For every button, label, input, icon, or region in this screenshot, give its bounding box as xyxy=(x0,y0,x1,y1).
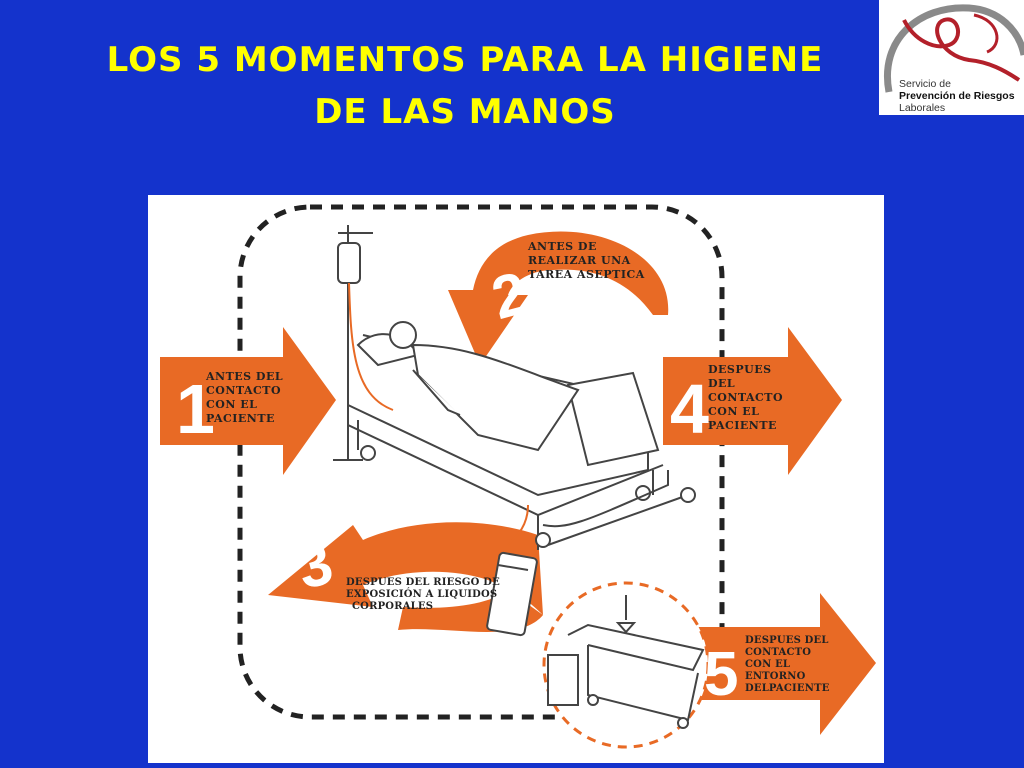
logo-line-3: Laborales xyxy=(899,102,946,114)
moment-3-label: DESPUES DEL RIESGO DE EXPOSICIÓN A LIQUI… xyxy=(346,577,500,612)
logo-emblem-icon xyxy=(884,4,1024,93)
moment-1-arrow-icon xyxy=(160,327,336,475)
logo-caption: Servicio de Prevención de Riesgos Labora… xyxy=(899,78,1015,114)
moment-4-arrow-icon xyxy=(663,327,842,475)
moment-5-number: 5 xyxy=(704,640,738,709)
fluid-bag-icon xyxy=(486,504,538,637)
moment-3-arrow-icon xyxy=(268,522,543,615)
patient-icon xyxy=(356,321,580,452)
organization-logo: Servicio de Prevención de Riesgos Labora… xyxy=(879,0,1024,115)
hospital-bed-icon xyxy=(347,334,696,550)
logo-line-1: Servicio de xyxy=(899,78,951,90)
title-line-2: DE LAS MANOS xyxy=(314,92,616,132)
moment-2-arrow-icon xyxy=(448,231,669,365)
moment-5-label: DESPUES DEL CONTACTO CON EL ENTORNO DELP… xyxy=(745,635,830,694)
moment-4-number: 4 xyxy=(670,370,709,448)
moment-1-label: ANTES DEL CONTACTO CON EL PACIENTE xyxy=(206,370,284,425)
patient-zone-boundary xyxy=(237,204,725,720)
five-moments-diagram: 1 2 3 4 5 ANTES DEL CONTACTO CON EL PACI… xyxy=(148,195,884,763)
moment-2-label: ANTES DE REALIZAR UNA TAREA ASEPTICA xyxy=(528,240,645,281)
page-title: LOS 5 MOMENTOS PARA LA HIGIENE DE LAS MA… xyxy=(60,34,870,138)
patient-environment-boundary xyxy=(542,581,710,749)
title-line-1: LOS 5 MOMENTOS PARA LA HIGIENE xyxy=(106,40,824,80)
moment-4-label: DESPUES DEL CONTACTO CON EL PACIENTE xyxy=(708,363,784,432)
moment-1-number: 1 xyxy=(176,370,215,448)
logo-line-2: Prevención de Riesgos xyxy=(899,90,1015,102)
moment-5-arrow-icon xyxy=(696,593,876,735)
empty-bed-icon xyxy=(547,595,705,729)
